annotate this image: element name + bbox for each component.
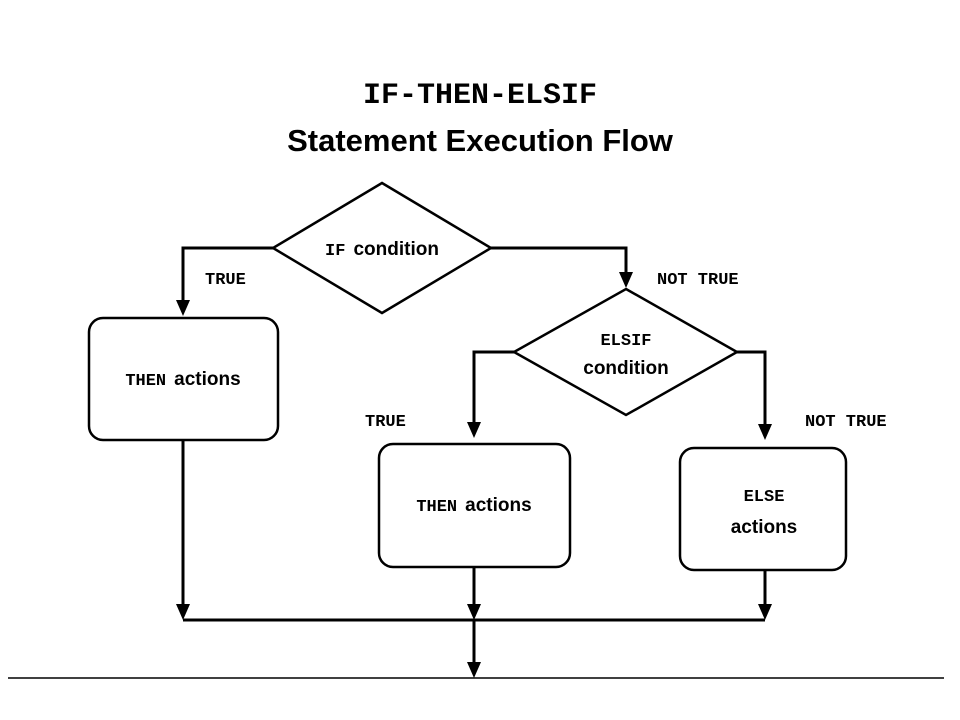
then-actions-label-1: THEN actions xyxy=(125,369,240,391)
elsif-not-true-connector xyxy=(737,350,767,427)
else-actions-box xyxy=(678,446,848,572)
elsif-condition-text: condition xyxy=(583,358,668,379)
then-actions-box-2 xyxy=(377,442,572,569)
if-not-true-label: NOT TRUE xyxy=(657,271,739,290)
else-keyword: ELSE xyxy=(744,488,785,507)
if-true-label: TRUE xyxy=(205,271,246,290)
arrowhead-if-not-true xyxy=(619,272,633,288)
if-condition-text: condition xyxy=(353,239,438,260)
else-actions-text: actions xyxy=(731,517,798,538)
elsif-true-connector xyxy=(472,350,514,425)
then-keyword-1: THEN xyxy=(125,372,166,391)
if-true-connector xyxy=(181,246,273,303)
then-actions-label-2: THEN actions xyxy=(416,495,531,517)
arrowhead-elsif-true xyxy=(467,422,481,438)
if-keyword: IF xyxy=(325,242,345,261)
elsif-true-label: TRUE xyxy=(365,413,406,432)
then-actions-text-1: actions xyxy=(174,369,241,390)
arrowhead-elsif-not-true xyxy=(758,424,772,440)
arrowhead-if-true xyxy=(176,300,190,316)
if-decision-diamond xyxy=(270,181,494,315)
title-code: IF-THEN-ELSIF xyxy=(363,79,597,113)
if-not-true-connector xyxy=(491,246,628,275)
arrowhead-exit xyxy=(467,662,481,678)
title-text: Statement Execution Flow xyxy=(287,123,674,158)
arrowhead-then1-exit xyxy=(176,604,190,620)
elsif-decision-diamond xyxy=(511,287,740,417)
arrowhead-then2-exit xyxy=(467,604,481,620)
then-keyword-2: THEN xyxy=(416,498,457,517)
then-actions-box-1 xyxy=(87,316,280,442)
if-decision-label: IF condition xyxy=(325,239,439,261)
then-actions-text-2: actions xyxy=(465,495,532,516)
elsif-not-true-label: NOT TRUE xyxy=(805,413,887,432)
arrowhead-else-exit xyxy=(758,604,772,620)
elsif-keyword: ELSIF xyxy=(600,332,651,351)
